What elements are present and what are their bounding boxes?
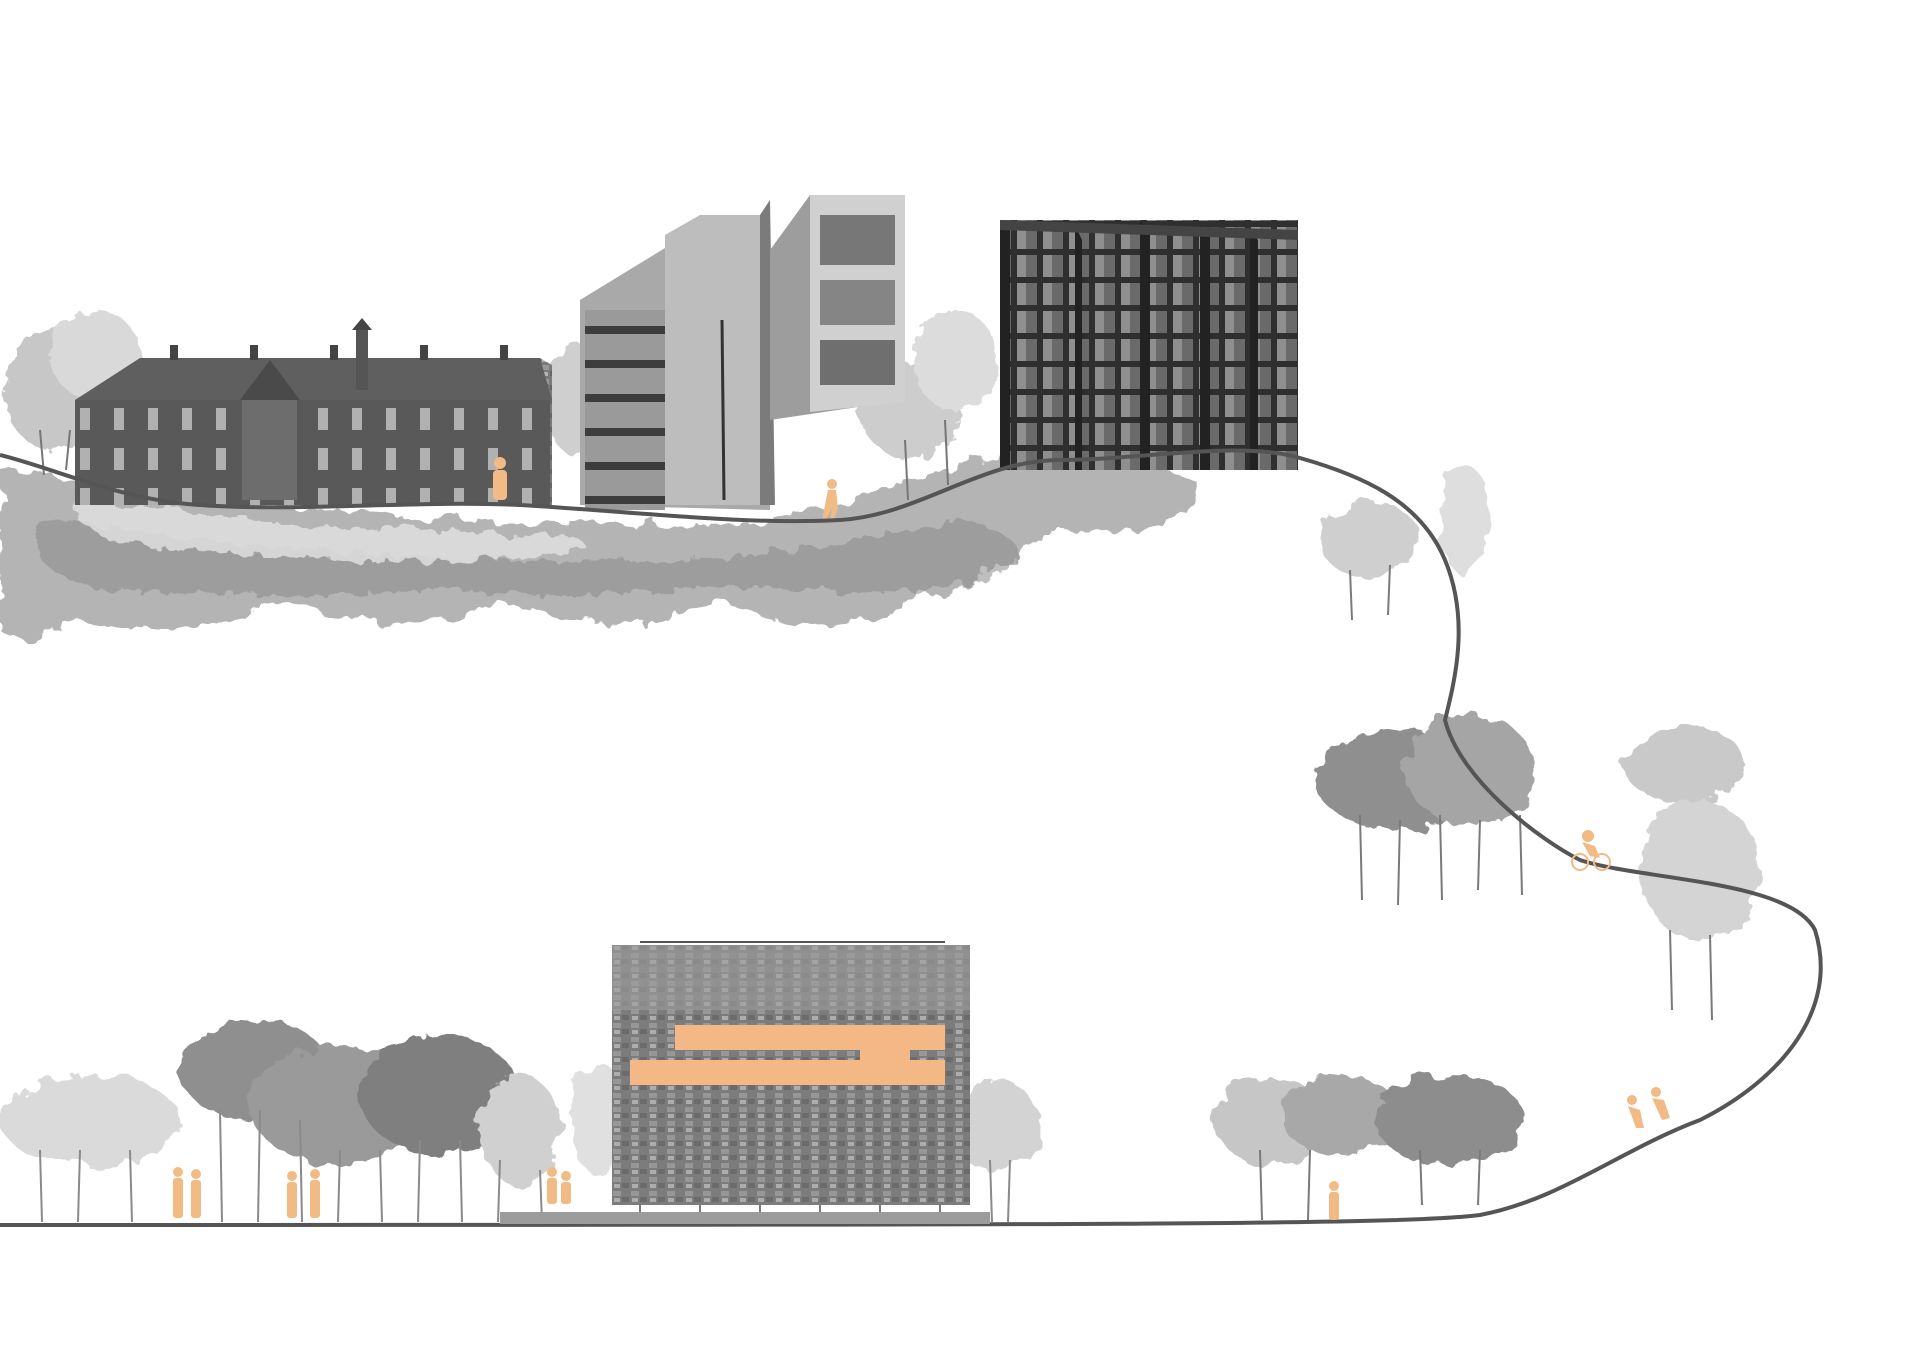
tall-glass-tower (1000, 220, 1298, 470)
historic-manor-building (75, 318, 552, 505)
person-figure-walking (822, 479, 838, 520)
upper-ground-mass (0, 451, 1196, 640)
lower-tree-row (0, 1020, 1040, 1223)
upper-figures (493, 457, 838, 520)
person-group-left (173, 1167, 201, 1218)
cyclist-figure (1571, 830, 1611, 871)
running-figures (1627, 1087, 1670, 1128)
person-pair-building (547, 1167, 571, 1204)
concrete-office-building (580, 195, 905, 510)
lower-figures (173, 1167, 1339, 1220)
person-figure-right (1329, 1181, 1339, 1220)
winding-path (0, 448, 1823, 1227)
slope-figures (1571, 830, 1670, 1128)
right-tree-clusters (1215, 465, 1760, 1221)
new-building-with-orange-band (500, 941, 990, 1224)
person-figure-manor (493, 457, 507, 500)
person-group-middle (287, 1169, 320, 1218)
